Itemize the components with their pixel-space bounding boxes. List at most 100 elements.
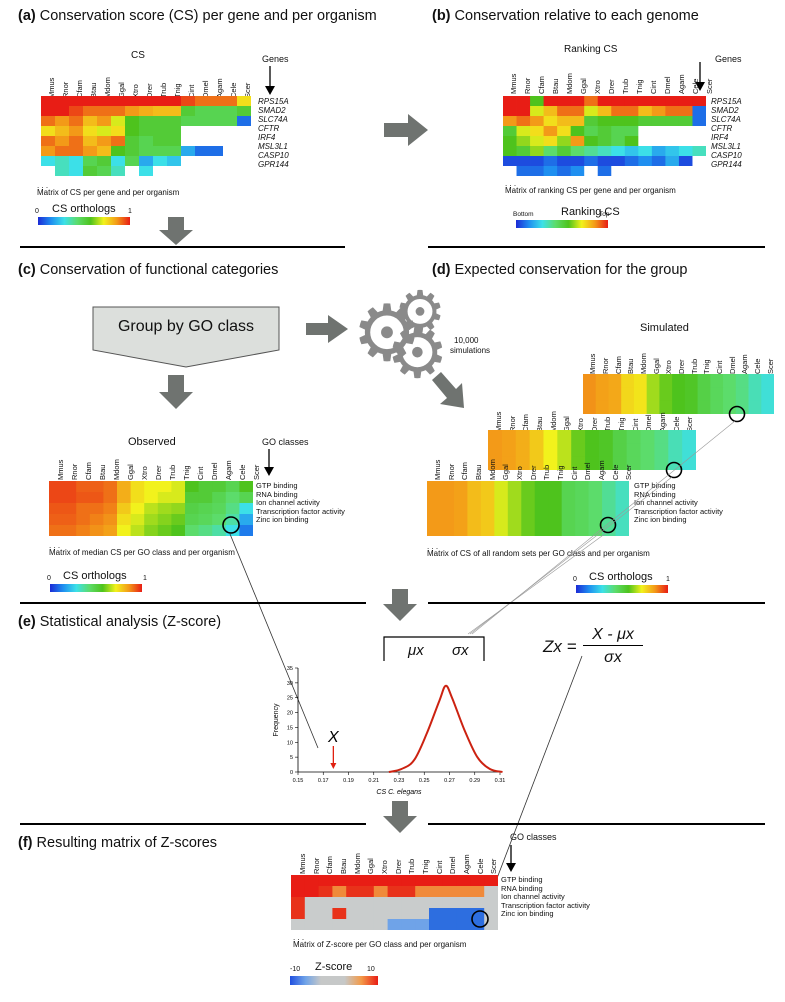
heatmap-cell [595, 400, 609, 414]
heatmap-cell [111, 96, 126, 107]
heatmap-cell [139, 106, 154, 117]
heatmap-cell [97, 156, 112, 167]
heatmap-cell [157, 525, 172, 536]
heatmap-cell [633, 374, 648, 388]
organism-label: Mdom [103, 77, 112, 98]
heatmap-cell [548, 492, 563, 504]
heatmap-cell [748, 387, 762, 402]
heatmap-cell [69, 126, 84, 137]
organism-label: Cint [434, 860, 444, 874]
heatmap-cell [633, 387, 648, 402]
heatmap-cell [672, 387, 686, 402]
heatmap-cell [415, 897, 430, 909]
heatmap-cell [530, 146, 544, 157]
heatmap-cell [332, 897, 347, 909]
heatmap-cell [584, 116, 599, 127]
heatmap-cell [153, 136, 168, 147]
heatmap-cell [557, 156, 572, 167]
heatmap-cell [318, 908, 333, 920]
heatmap-cell [83, 116, 98, 127]
heatmap-cell [503, 166, 517, 176]
heatmap-cell [373, 908, 388, 920]
organism-label: Drer [393, 859, 403, 874]
heatmap-cell [557, 96, 572, 107]
heatmap-cell [89, 503, 104, 515]
heatmap-cell [387, 886, 402, 898]
heatmap-cell [69, 156, 84, 167]
gene-label: SLC74A [711, 115, 741, 124]
heatmap-cell [480, 492, 495, 504]
heatmap-cell [570, 136, 585, 147]
heatmap-cell [167, 116, 182, 127]
heatmap-cell [69, 146, 84, 157]
heatmap-cell [548, 525, 563, 536]
heatmap-cell [117, 481, 131, 493]
heatmap-cell [125, 116, 140, 127]
heatmap-cell [543, 156, 558, 167]
heatmap-cell [97, 116, 112, 127]
ranking-matrix-title: Ranking CS [564, 44, 618, 55]
heatmap-cell [111, 116, 126, 127]
observed-title: Observed [128, 436, 176, 448]
legend-title-a: CS orthologs [52, 203, 116, 215]
heatmap-cell [748, 400, 762, 414]
go-label-f: GO classes [510, 832, 557, 842]
heatmap-cell [225, 503, 240, 515]
heatmap-cell [678, 116, 693, 127]
heatmap-cell [181, 156, 196, 167]
y-axis-label: Frequency [273, 703, 280, 737]
heatmap-cell [570, 106, 585, 117]
y-tick-label: 20 [287, 711, 293, 717]
heatmap-cell [181, 116, 196, 127]
organism-label: Xtro [664, 360, 674, 374]
y-tick-label: 0 [290, 770, 293, 776]
heatmap-cell [684, 387, 698, 402]
y-tick-label: 5 [290, 755, 293, 761]
organism-label: Drer [677, 359, 686, 374]
heatmap-cell [153, 96, 168, 107]
organism-label: Cele [475, 858, 485, 874]
organism-label: Rnor [311, 857, 321, 874]
heatmap-cell [638, 96, 653, 107]
heatmap-cell [440, 481, 455, 493]
organism-label: Cfam [460, 462, 470, 480]
organism-label: Xtro [140, 466, 149, 480]
cs-heatmap [41, 96, 251, 176]
heatmap-cell [117, 514, 131, 526]
heatmap-cell [503, 136, 517, 147]
x-tick-label: 0.29 [469, 778, 480, 784]
heatmap-cell [89, 481, 104, 493]
heatmap-cell [103, 525, 118, 536]
heatmap-cell [139, 146, 154, 157]
ranking-heatmap [503, 96, 706, 176]
heatmap-cell [588, 481, 603, 493]
heatmap-cell [69, 116, 84, 127]
heatmap-cell [470, 908, 485, 920]
heatmap-cell [318, 919, 333, 930]
heatmap-cell [401, 875, 416, 887]
organism-label: Agam [677, 74, 686, 94]
caption-d: Matrix of CS of all random sets per GO c… [427, 549, 650, 558]
heatmap-cell [665, 146, 680, 157]
heatmap-cell [561, 481, 576, 493]
heatmap-cell [484, 875, 498, 887]
heatmap-cell [223, 116, 238, 127]
heatmap-cell [239, 492, 253, 504]
heatmap-cell [456, 875, 471, 887]
legend-bar-f [290, 976, 378, 985]
heatmap-cell [583, 400, 597, 414]
organism-label: Mdom [487, 459, 497, 480]
heatmap-cell [41, 126, 56, 137]
heatmap-cell [575, 492, 589, 504]
heatmap-cell [225, 492, 240, 504]
arrow-c-down [159, 375, 193, 409]
heatmap-cell [41, 156, 56, 167]
heatmap-cell [225, 514, 240, 526]
organism-label: Tnig [420, 859, 430, 874]
heatmap-cell [237, 116, 251, 127]
heatmap-cell [76, 503, 91, 515]
heatmap-cell [195, 156, 210, 167]
x-tick-label: 0.23 [394, 778, 405, 784]
heatmap-cell [480, 481, 495, 493]
heatmap-cell [570, 116, 585, 127]
